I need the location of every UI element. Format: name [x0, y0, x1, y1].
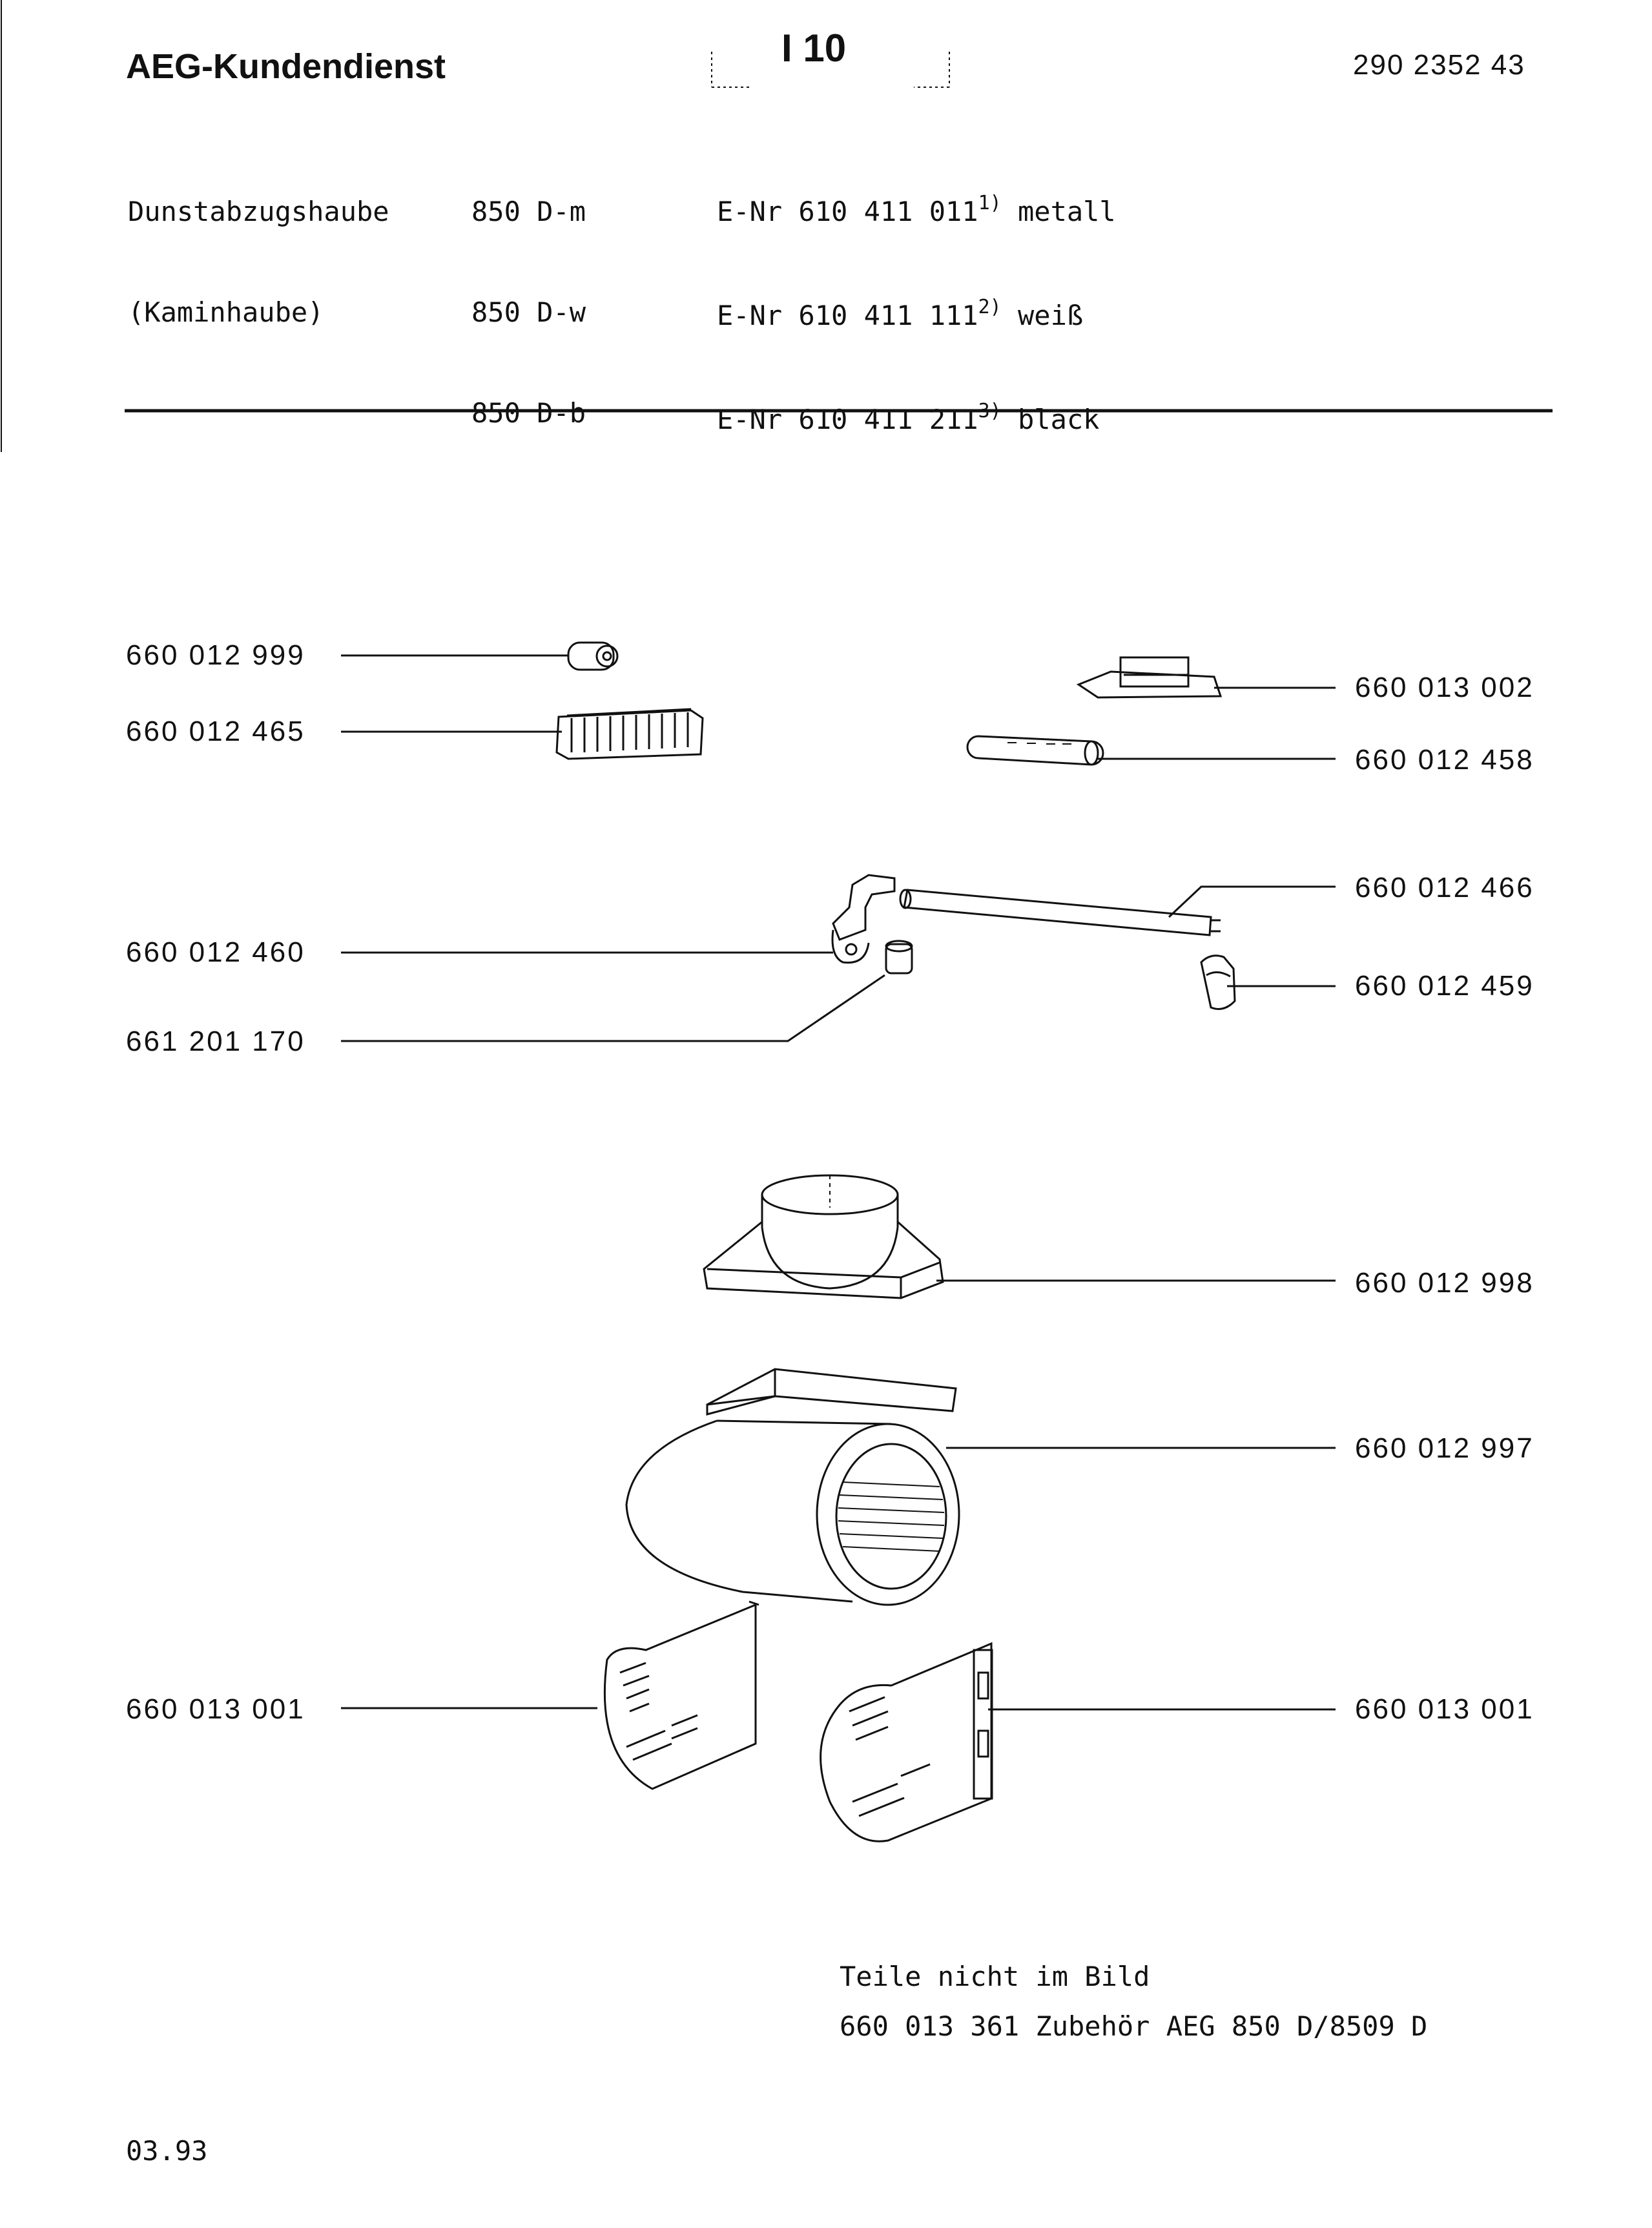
fluorescent-tube-part	[899, 889, 1221, 936]
blower-part	[625, 1368, 960, 1606]
enr-footnote: 2)	[978, 296, 1002, 318]
air-outlet-part	[703, 1174, 944, 1299]
enr-item: E-Nr 610 411 0111) metall	[717, 192, 1116, 232]
product-type: Dunstabzugshaube (Kaminhaube)	[128, 128, 389, 363]
part-label: 661 201 170	[126, 1026, 305, 1057]
starter-holder-part	[885, 940, 913, 975]
document-number: 290 2352 43	[1353, 49, 1525, 81]
issue-date: 03.93	[126, 2135, 208, 2167]
part-label: 660 012 465	[126, 716, 305, 747]
side-panel-right-part	[820, 1642, 993, 1842]
lamp-holder-left-part	[831, 874, 896, 964]
model-item: 850 D-w	[471, 296, 586, 328]
brand-title: AEG-Kundendienst	[126, 47, 446, 86]
sheet-id: I 10	[781, 26, 847, 70]
part-label: 660 013 001	[126, 1693, 305, 1725]
model-list: 850 D-m 850 D-w 850 D-b	[471, 128, 586, 464]
lamp-holder-right-part	[1200, 954, 1236, 1010]
enr-number: E-Nr 610 411 111	[717, 300, 978, 331]
enr-number: E-Nr 610 411 011	[717, 196, 978, 227]
enr-number: E-Nr 610 411 211	[717, 404, 978, 435]
enr-color: weiß	[1018, 300, 1084, 331]
part-label: 660 012 999	[126, 639, 305, 671]
part-label: 660 013 001	[1355, 1693, 1534, 1725]
terminal-block-part	[555, 708, 704, 760]
enr-footnote: 1)	[978, 192, 1002, 214]
starter-part	[567, 641, 619, 671]
side-panel-left-part	[603, 1600, 759, 1790]
ballast-part	[1076, 656, 1223, 699]
part-label: 660 012 997	[1355, 1432, 1534, 1464]
part-label: 660 012 466	[1355, 872, 1534, 903]
product-type-line: (Kaminhaube)	[128, 296, 324, 328]
enr-color: metall	[1018, 196, 1116, 227]
model-item: 850 D-m	[471, 196, 586, 227]
part-label: 660 012 459	[1355, 970, 1534, 1002]
part-label: 660 012 998	[1355, 1267, 1534, 1299]
enr-item: E-Nr 610 411 2113) black	[717, 400, 1116, 440]
part-label: 660 012 458	[1355, 744, 1534, 776]
product-type-line: Dunstabzugshaube	[128, 196, 389, 227]
enr-list: E-Nr 610 411 0111) metall E-Nr 610 411 1…	[717, 128, 1116, 473]
part-label: 660 012 460	[126, 936, 305, 968]
lamp-socket-part	[966, 735, 1104, 766]
enr-item: E-Nr 610 411 1112) weiß	[717, 296, 1116, 336]
parts-not-shown-title: Teile nicht im Bild	[840, 1961, 1150, 1992]
parts-not-shown-item: 660 013 361 Zubehör AEG 850 D/8509 D	[840, 2010, 1428, 2042]
model-item: 850 D-b	[471, 397, 586, 429]
enr-color: black	[1018, 404, 1100, 435]
part-label: 660 013 002	[1355, 672, 1534, 703]
